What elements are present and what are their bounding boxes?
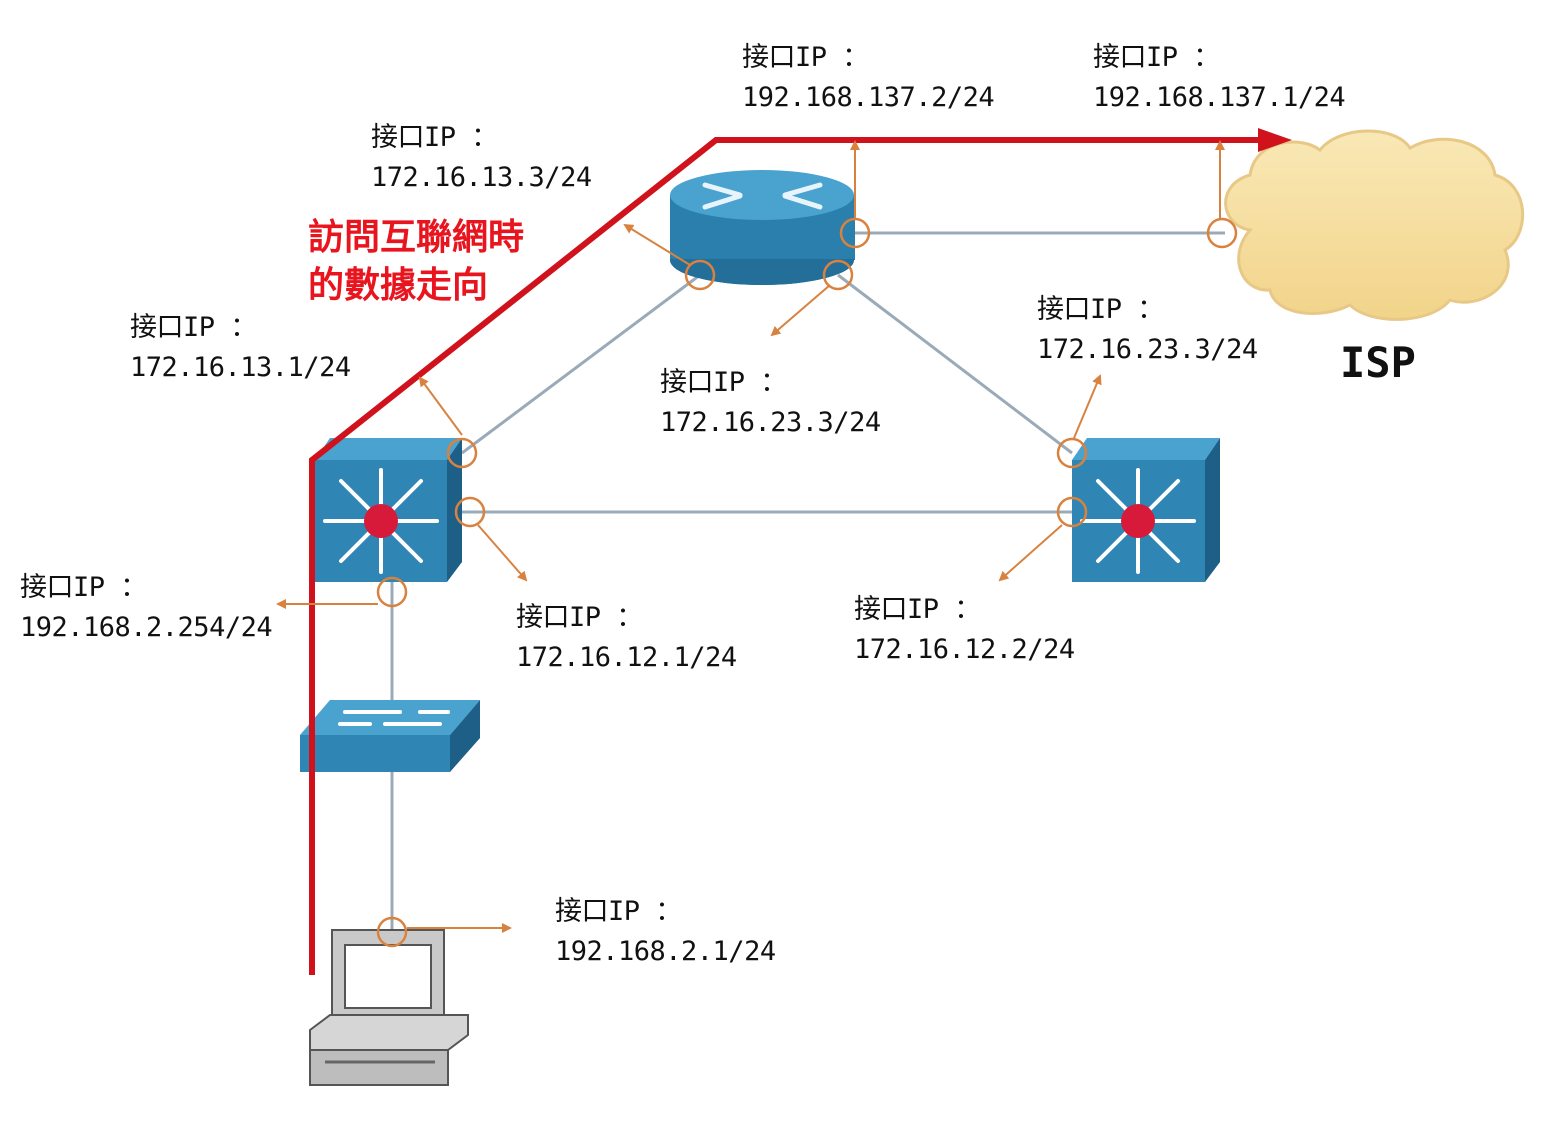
interface-title: 接口IP ：	[742, 42, 869, 73]
port-isp	[1206, 217, 1238, 249]
interface-ip: 172.16.13.1/24	[130, 352, 351, 383]
pointer-switch-right-up	[1073, 374, 1102, 439]
link-router-switch-right	[837, 273, 1073, 455]
data-path-arrowhead	[1258, 128, 1292, 152]
interface-title: 接口IP ：	[854, 594, 981, 625]
interface-label-router-up: 接口IP ： 192.168.137.2/24	[742, 38, 995, 118]
caption-line-1: 訪問互聯網時	[308, 217, 525, 258]
pointer-switch-left-right	[477, 524, 528, 582]
link-router-switch-left	[461, 273, 701, 455]
port-router-down	[822, 259, 854, 291]
port-switch-left-down	[376, 576, 408, 608]
port-router-left	[684, 259, 716, 291]
pointer-router-down	[770, 284, 831, 337]
interface-label-router-left: 接口IP ： 172.16.13.3/24	[371, 118, 592, 198]
interface-title: 接口IP ：	[1093, 42, 1220, 73]
pointer-switch-right-left	[998, 524, 1063, 582]
port-switch-left-up	[446, 437, 478, 469]
interface-ip: 192.168.2.254/24	[20, 612, 273, 643]
interface-ip: 172.16.13.3/24	[371, 162, 592, 193]
pointer-switch-left-up	[418, 376, 463, 436]
internet-data-path	[309, 137, 1262, 975]
interface-ports	[376, 217, 1238, 948]
interface-label-switch-left-right: 接口IP ： 172.16.12.1/24	[516, 598, 737, 678]
interface-title: 接口IP ：	[371, 122, 498, 153]
data-path-caption: 訪問互聯網時 的數據走向	[308, 214, 524, 310]
interface-ip: 172.16.12.2/24	[854, 634, 1075, 665]
interface-label-switch-right-left: 接口IP ： 172.16.12.2/24	[854, 590, 1075, 670]
interface-ip: 172.16.12.1/24	[516, 642, 737, 673]
label-pointers	[276, 140, 1225, 933]
interface-title: 接口IP ：	[1037, 294, 1164, 325]
links	[390, 231, 1225, 932]
interface-ip: 172.16.23.3/24	[1037, 334, 1258, 365]
interface-title: 接口IP ：	[516, 602, 643, 633]
interface-ip: 192.168.137.2/24	[742, 82, 995, 113]
interface-label-pc: 接口IP ： 192.168.2.1/24	[555, 892, 776, 972]
cloud-icon	[1224, 129, 1525, 321]
port-router-up	[839, 217, 871, 249]
interface-label-isp: 接口IP ： 192.168.137.1/24	[1093, 38, 1346, 118]
interface-title: 接口IP ：	[20, 572, 147, 603]
interface-label-switch-left-down: 接口IP ： 192.168.2.254/24	[20, 568, 273, 648]
workgroup-switch-icon	[300, 700, 480, 772]
interface-ip: 192.168.137.1/24	[1093, 82, 1346, 113]
interface-title: 接口IP ：	[130, 312, 257, 343]
port-switch-right-up	[1056, 437, 1088, 469]
port-switch-right-left	[1056, 496, 1088, 528]
caption-line-2: 的數據走向	[308, 265, 489, 306]
pointer-router-left	[623, 223, 691, 266]
workstation-icon	[309, 929, 469, 1086]
multilayer-switch-right	[1072, 438, 1220, 582]
interface-title: 接口IP ：	[660, 367, 787, 398]
router-icon	[670, 170, 855, 285]
interface-label-router-down: 接口IP ： 172.16.23.3/24	[660, 363, 881, 443]
interface-ip: 172.16.23.3/24	[660, 407, 881, 438]
isp-label: ISP	[1340, 338, 1416, 387]
interface-label-switch-left-up: 接口IP ： 172.16.13.1/24	[130, 308, 351, 388]
port-switch-left-right	[454, 496, 486, 528]
multilayer-switch-left	[315, 438, 462, 582]
interface-ip: 192.168.2.1/24	[555, 936, 776, 967]
port-pc	[376, 916, 408, 948]
interface-title: 接口IP ：	[555, 896, 682, 927]
interface-label-switch-right-up: 接口IP ： 172.16.23.3/24	[1037, 290, 1258, 370]
